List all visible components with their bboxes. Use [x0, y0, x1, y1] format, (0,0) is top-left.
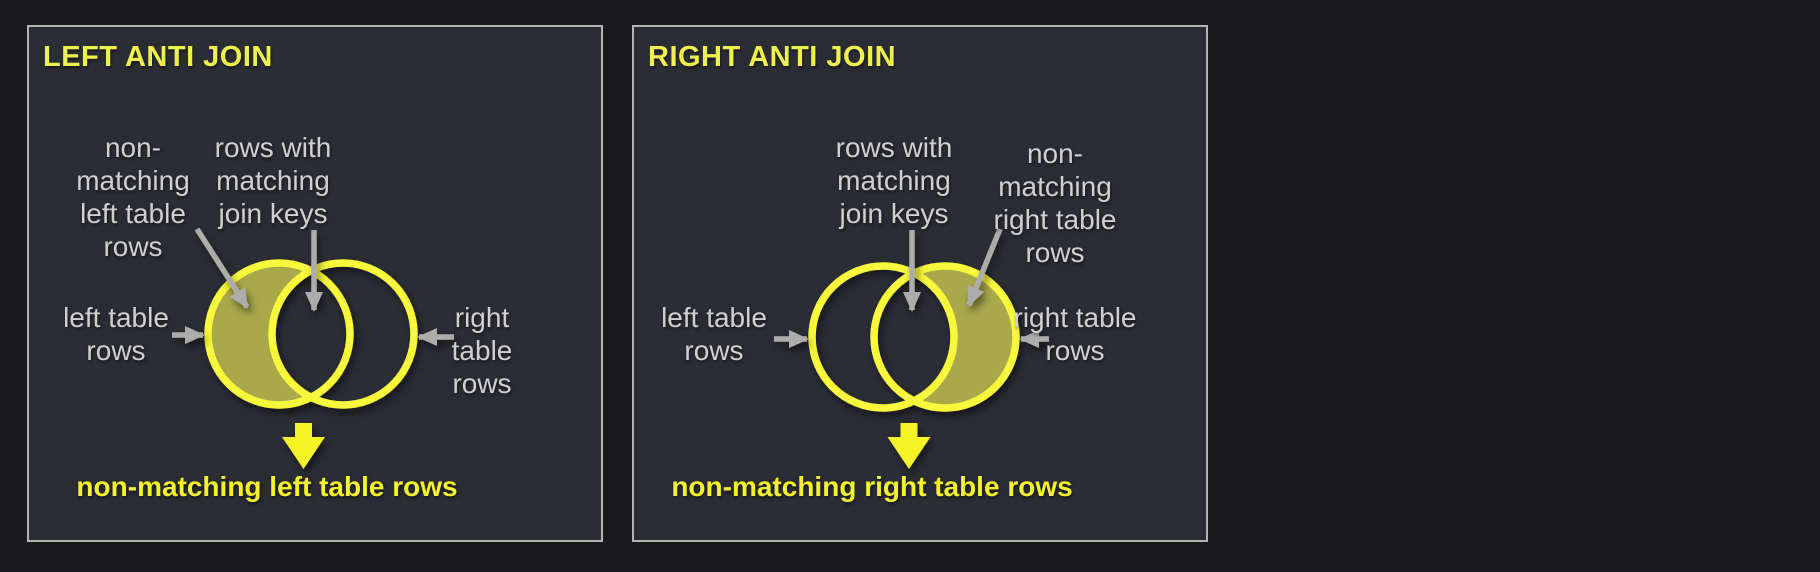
panel-left-anti-join: LEFT ANTI JOIN non- matching left table …: [27, 25, 603, 542]
page-title: RIGHT ANTI JOIN: [648, 41, 897, 73]
label-left-table-rows: left table rows: [63, 302, 169, 366]
label-right-table-rows: right table rows: [451, 302, 513, 399]
label-matching-join-keys: rows with matching join keys: [214, 132, 332, 229]
arrow-to-non-matching-region-icon: [966, 227, 1003, 307]
left-table-circle: [808, 262, 958, 412]
result-text: non-matching left table rows: [76, 471, 458, 502]
label-non-matching-right-rows: non- matching right table rows: [993, 138, 1117, 268]
label-non-matching-left-rows: non- matching left table rows: [76, 132, 190, 262]
arrow-to-non-matching-region-icon: [194, 227, 250, 309]
right-table-circle: [870, 262, 1020, 412]
result-down-arrow-icon: [282, 423, 325, 469]
label-matching-join-keys: rows with matching join keys: [835, 132, 953, 229]
label-right-table-rows: right table rows: [1013, 302, 1137, 366]
right-anti-join-venn-diagram: [774, 227, 1049, 469]
label-left-table-rows: left table rows: [661, 302, 767, 366]
result-down-arrow-icon: [887, 423, 931, 469]
page-title: LEFT ANTI JOIN: [43, 41, 273, 73]
result-text: non-matching right table rows: [671, 471, 1073, 502]
left-anti-join-venn-diagram: [172, 227, 454, 469]
left-table-circle: [204, 259, 354, 409]
panel-right-anti-join: RIGHT ANTI JOIN rows with matching join …: [632, 25, 1208, 542]
right-table-circle: [268, 259, 418, 409]
